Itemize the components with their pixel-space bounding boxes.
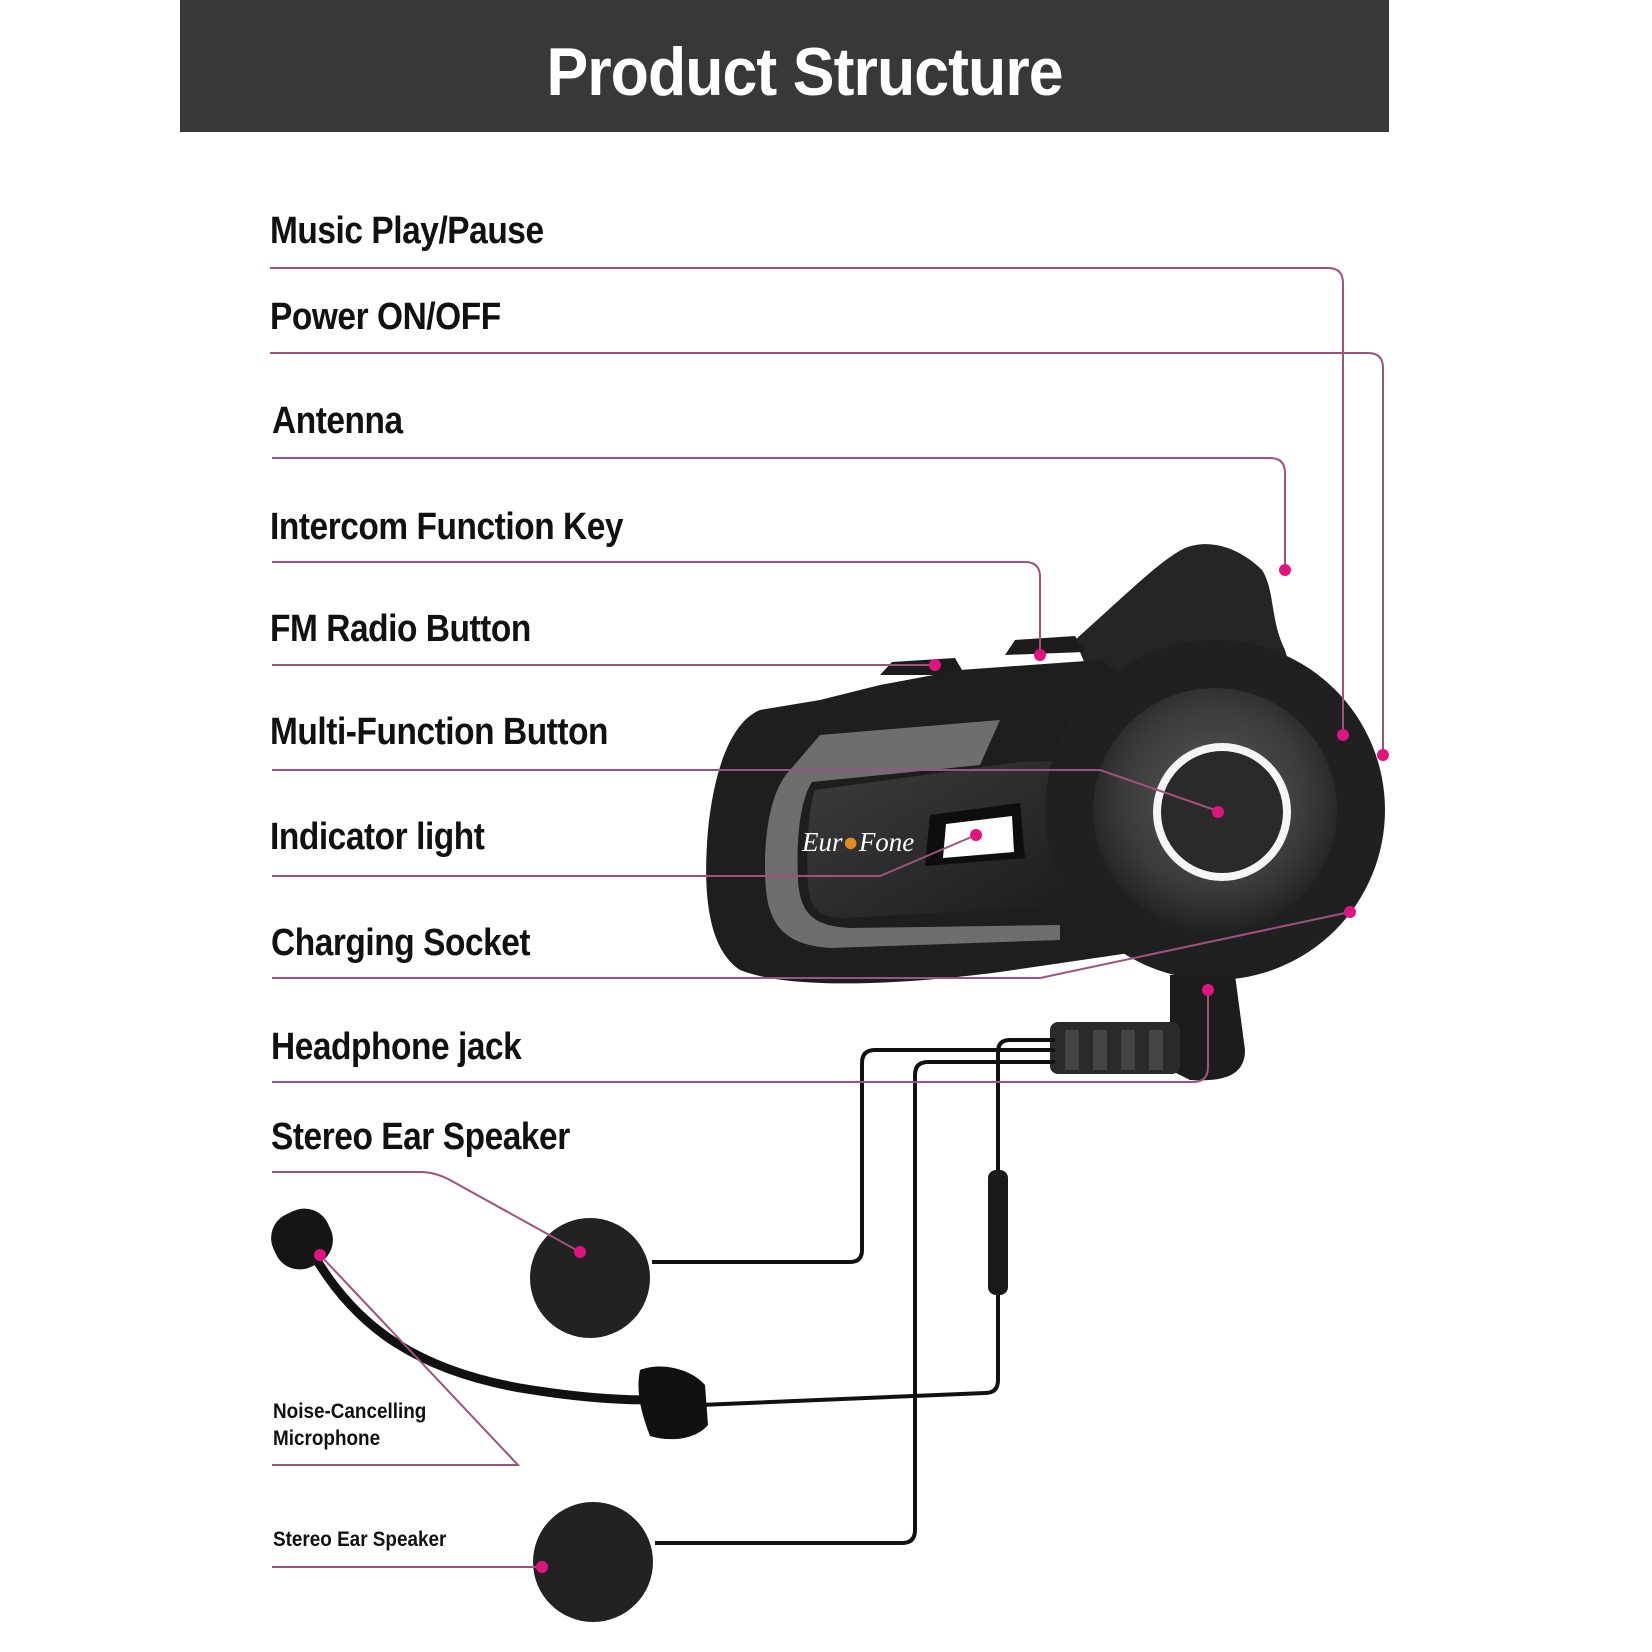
leader-music-play-pause (270, 267, 1344, 735)
label-indicator-light: Indicator light (270, 816, 485, 858)
cable-left-speaker (652, 1048, 1055, 1264)
dot-ear-speaker-bottom (536, 1561, 548, 1573)
page-title: Product Structure (546, 34, 1063, 110)
mic-label-line2: Microphone (273, 1427, 381, 1451)
leader-power (270, 352, 1384, 755)
body-trim (765, 720, 1060, 948)
strain-relief (1050, 1022, 1180, 1074)
dot-charging-socket (1344, 906, 1356, 918)
left-ear-speaker (530, 1218, 650, 1338)
header-banner: Product Structure (180, 0, 1389, 132)
fm-radio-button-shape (880, 658, 965, 675)
inline-connector (988, 1170, 1008, 1295)
cable-right-speaker (655, 1060, 1055, 1545)
dot-headphone-jack (1202, 984, 1214, 996)
label-headphone-jack: Headphone jack (271, 1026, 522, 1068)
dot-antenna (1279, 564, 1291, 576)
leader-ear-speaker-top (272, 1171, 581, 1253)
dot-fm-radio (929, 659, 941, 671)
label-music-play-pause: Music Play/Pause (270, 210, 544, 252)
mic-capsule (638, 1366, 708, 1440)
leader-headphone-jack (272, 990, 1209, 1083)
leader-intercom-key (272, 561, 1041, 655)
label-multi-function-button: Multi-Function Button (270, 711, 609, 753)
leader-antenna (272, 457, 1286, 570)
leader-indicator (272, 834, 977, 877)
dot-music-play-pause (1337, 729, 1349, 741)
callout-dots (314, 564, 1389, 1573)
label-antenna: Antenna (272, 400, 403, 442)
leader-charging-socket (272, 911, 1351, 979)
label-stereo-ear-speaker-top: Stereo Ear Speaker (271, 1116, 570, 1158)
dot-microphone (314, 1249, 326, 1261)
intercom-device: Eur●Fone (706, 544, 1385, 1081)
right-ear-speaker (533, 1502, 653, 1622)
label-stereo-ear-speaker-bottom: Stereo Ear Speaker (273, 1528, 447, 1551)
brand-logo: Eur●Fone (801, 827, 914, 857)
dot-multi-function (1212, 806, 1224, 818)
label-fm-radio-button: FM Radio Button (270, 608, 531, 650)
label-intercom-function-key: Intercom Function Key (270, 506, 624, 548)
dot-intercom-key (1034, 649, 1046, 661)
intercom-key-shape (1005, 636, 1085, 655)
leader-multi-function (272, 769, 1216, 811)
label-power-on-off: Power ON/OFF (270, 296, 501, 338)
dot-power (1377, 749, 1389, 761)
mic-label-line1: Noise-Cancelling (273, 1400, 427, 1423)
dot-ear-speaker-top (574, 1246, 586, 1258)
label-noise-cancelling-microphone: Noise-Cancelling Microphone (273, 1398, 426, 1453)
mic-boom (314, 1259, 651, 1405)
leader-lines (270, 267, 1384, 1568)
dot-indicator (970, 829, 982, 841)
leader-microphone (272, 1254, 521, 1466)
label-charging-socket: Charging Socket (271, 922, 531, 964)
